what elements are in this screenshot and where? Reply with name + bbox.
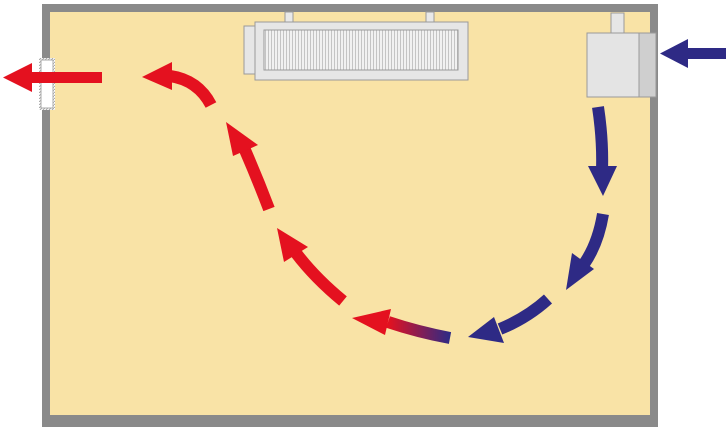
mixing-airflow-arrow — [352, 309, 452, 344]
exhaust-vent-icon — [39, 58, 55, 110]
inflow-arrow — [660, 39, 726, 68]
cold-airflow-arrow — [468, 294, 553, 343]
warm-airflow-arrow — [277, 228, 347, 306]
air-inlet-unit-icon — [586, 12, 657, 98]
warm-airflow-arrow — [226, 122, 275, 212]
cold-airflow-arrow — [588, 106, 617, 196]
cold-airflow-arrow — [566, 212, 609, 290]
outflow-arrow — [3, 63, 102, 92]
warm-airflow-arrow — [142, 62, 217, 108]
heater-icon — [243, 11, 469, 81]
